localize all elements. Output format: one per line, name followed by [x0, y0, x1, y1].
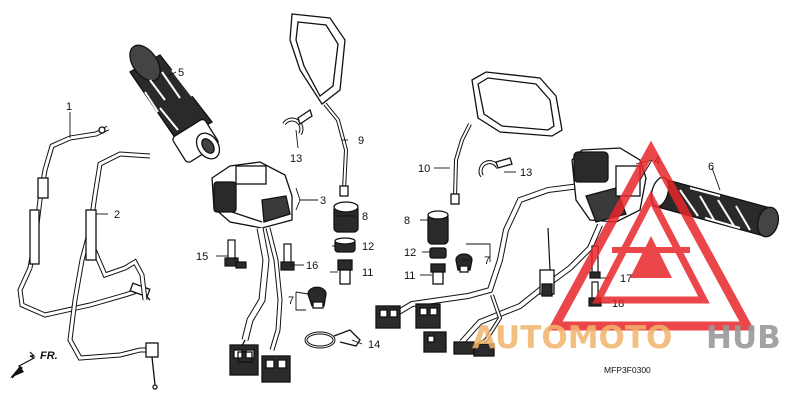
- collar-12-right: [429, 247, 447, 259]
- callout-6: 6: [708, 161, 714, 173]
- throttle-cable-return: [67, 151, 159, 390]
- watermark-logo: [547, 140, 755, 331]
- callout-16: 16: [306, 260, 318, 272]
- left-mirror: [289, 13, 349, 197]
- mirror-clamp-13-left: [282, 108, 313, 136]
- left-connectors: [229, 344, 291, 383]
- collar-12-left: [334, 237, 356, 253]
- callout-2: 2: [114, 209, 120, 221]
- callout-5: 5: [178, 67, 184, 79]
- weight-8-left: [333, 201, 359, 233]
- clip-7-left: [307, 286, 327, 309]
- callout-11-right: 11: [404, 270, 415, 282]
- left-grip: [129, 44, 221, 163]
- callout-11-left: 11: [362, 267, 373, 279]
- right-connectors: [375, 269, 555, 357]
- right-switch-housing: [571, 147, 647, 223]
- screw-15: [224, 239, 247, 269]
- watermark-text-a: AUTOMOTO: [472, 320, 672, 356]
- callout-7-left: 7: [288, 295, 294, 307]
- throttle-cable-pull: [17, 125, 151, 318]
- watermark-text-b: HUB: [706, 320, 781, 356]
- left-switch-wiring: [239, 227, 283, 351]
- bolt-11-right: [430, 263, 446, 285]
- front-direction-arrow: FR.: [10, 350, 58, 379]
- callout-1: 1: [66, 101, 72, 113]
- callout-9: 9: [358, 135, 364, 147]
- callout-8-left: 8: [362, 211, 368, 223]
- callout-3: 3: [320, 195, 326, 207]
- callout-13-right: 13: [520, 167, 532, 179]
- callout-10: 10: [418, 163, 430, 175]
- callout-13-left: 13: [290, 153, 302, 165]
- leader-lines: [69, 71, 721, 345]
- callout-14: 14: [368, 339, 380, 351]
- callout-17: 17: [620, 273, 632, 285]
- strap-14: [304, 329, 361, 349]
- bolt-11-left: [337, 259, 353, 285]
- callout-12-right: 12: [404, 247, 416, 259]
- right-mirror: [450, 71, 563, 205]
- mirror-clamp-13-right: [478, 157, 513, 178]
- callout-8-right: 8: [404, 215, 410, 227]
- clip-7-right: [455, 253, 473, 273]
- callout-15: 15: [196, 251, 208, 263]
- left-switch-housing: [211, 161, 293, 229]
- front-direction-label: FR.: [40, 350, 58, 362]
- right-grip: [650, 176, 780, 238]
- weight-8-right: [427, 210, 449, 245]
- callout-7-right: 7: [484, 255, 490, 267]
- watermark-text: AUTOMOTO HUB: [472, 320, 781, 356]
- screw-16: [280, 243, 295, 271]
- reference-code: MFP3F0300: [604, 365, 651, 375]
- callout-12-left: 12: [362, 241, 374, 253]
